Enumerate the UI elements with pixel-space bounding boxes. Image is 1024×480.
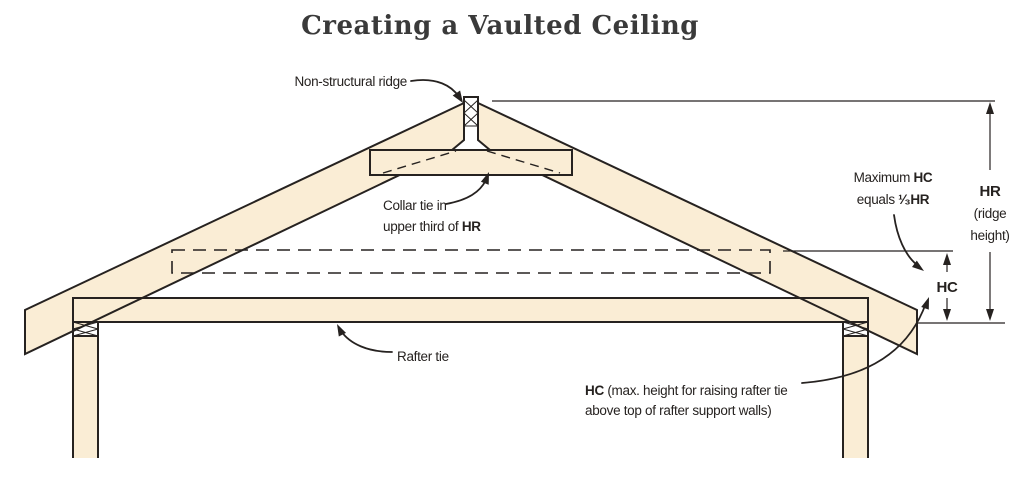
collar-tie-outline (369, 149, 573, 176)
max-hc-leader-arrowhead (912, 260, 924, 271)
left-rafter (25, 103, 464, 354)
hc-note-leader-arrowhead (921, 297, 929, 310)
rafter-tie-leader-arrowhead (337, 324, 346, 337)
max-hc-leader-curve (893, 214, 918, 266)
maximum-hc-line1: Maximum HC (854, 170, 933, 185)
right-wall-stud (843, 336, 868, 458)
hc-note-line1: HC (max. height for raising rafter tie (585, 383, 787, 398)
hc-note-label: HC (max. height for raising rafter tie a… (585, 383, 788, 418)
hr-arrow-down (986, 309, 994, 321)
hc-note-leader-curve (801, 302, 927, 384)
right-top-plate (842, 321, 869, 337)
collar-tie-leader-arrowhead (480, 172, 489, 185)
hc-note-line2: above top of rafter support walls) (585, 403, 771, 418)
rafter-tie-label: Rafter tie (397, 349, 449, 364)
dimension-lines (492, 100, 1005, 324)
leader-arrows (337, 79, 929, 384)
hr-dim-label: HR (979, 183, 1001, 200)
left-top-plate (72, 321, 99, 337)
ridge-board-body (463, 96, 479, 140)
collar-tie-label-line2: upper third of HR (383, 219, 481, 234)
collar-tie-leader-curve (445, 179, 487, 205)
hidden-rafter-edge-left (382, 150, 457, 174)
page-title: Creating a Vaulted Ceiling (301, 11, 699, 41)
ridge-leader-arrowhead (452, 90, 463, 103)
framing-fills (25, 103, 917, 458)
left-wall-stud (73, 336, 98, 458)
rafter-tie-leader-curve (340, 330, 393, 353)
right-rafter (478, 103, 917, 354)
ridge-leader-curve (410, 79, 460, 98)
maximum-hc-label: Maximum HC equals ¹⁄₃HR (854, 170, 934, 207)
maximum-hc-line2: equals ¹⁄₃HR (857, 192, 930, 207)
collar-tie-board (370, 150, 572, 175)
right-top-plate-hatch (842, 321, 869, 337)
raised-rafter-tie-dashed (171, 249, 771, 274)
hidden-rafter-edge-right (486, 150, 561, 174)
hc-dim-label: HC (936, 279, 958, 296)
hr-dimension-label: HR (ridge height) (970, 183, 1009, 243)
hc-arrow-up (943, 253, 951, 265)
ridge-board-hatch (463, 99, 479, 127)
non-structural-ridge-label: Non-structural ridge (294, 74, 407, 89)
hc-arrow-down (943, 309, 951, 321)
hr-arrow-up (986, 102, 994, 114)
left-top-plate-hatch (72, 321, 99, 337)
collar-tie-label: Collar tie in upper third of HR (383, 198, 482, 234)
hr-dim-label-line2: (ridge (974, 206, 1007, 221)
rafter-tie-board (73, 298, 868, 322)
hr-dim-label-line3: height) (970, 228, 1009, 243)
collar-tie-label-line1: Collar tie in (383, 198, 447, 213)
ridge-board (463, 96, 479, 140)
rafter-tie-outline (72, 297, 869, 323)
collar-tie (369, 149, 573, 176)
